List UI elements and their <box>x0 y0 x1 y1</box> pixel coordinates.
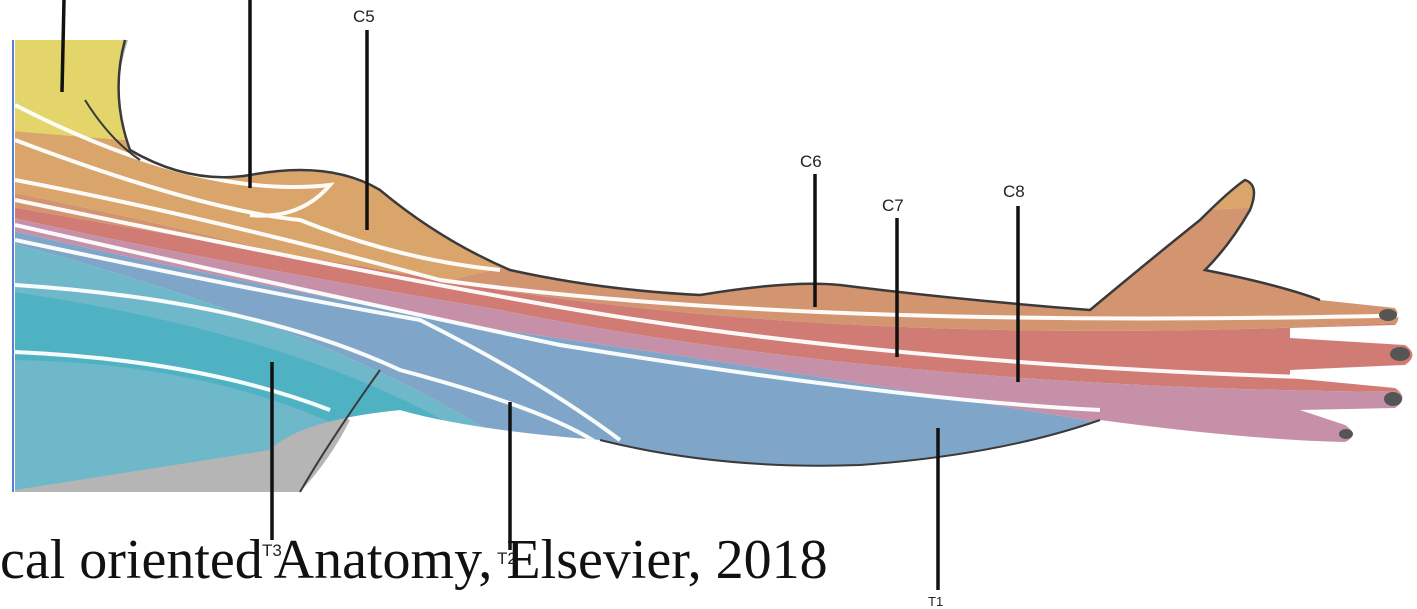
citation-caption: cal oriented Anatomy, Elsevier, 2018 <box>0 529 828 591</box>
band-c8 <box>15 215 1413 480</box>
label-c8: C8 <box>1003 182 1025 201</box>
label-t3: T3 <box>262 541 282 560</box>
dermatome-bands <box>15 40 1413 490</box>
label-t2: T2 <box>497 549 517 568</box>
band-c3-c4 <box>15 40 1413 170</box>
label-c6: C6 <box>800 152 822 171</box>
label-c5: C5 <box>353 7 375 26</box>
fingernails <box>1339 309 1410 439</box>
band-c7 <box>15 205 1413 392</box>
label-c7: C7 <box>882 196 904 215</box>
leader-line-c3 <box>60 0 66 93</box>
label-t1: T1 <box>928 594 943 609</box>
